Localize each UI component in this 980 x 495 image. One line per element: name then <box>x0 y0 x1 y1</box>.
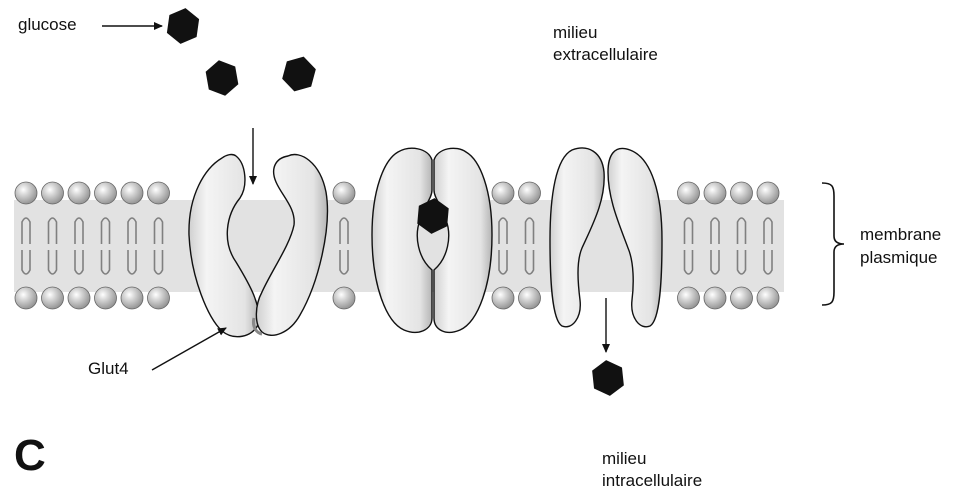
lipid-head <box>757 182 779 204</box>
extracellular-label-line1: milieu <box>553 22 597 44</box>
lipid-head <box>148 287 170 309</box>
lipid-head <box>42 182 64 204</box>
lipid-head <box>704 287 726 309</box>
lipid-head <box>731 287 753 309</box>
panel-letter: C <box>14 432 46 480</box>
glucose-hexagon-icon <box>280 53 318 96</box>
lipid-head <box>68 287 90 309</box>
lipid-head <box>148 182 170 204</box>
arrow-icon <box>152 328 226 370</box>
glucose-hexagon-icon <box>591 359 625 398</box>
lipid-head <box>731 182 753 204</box>
extracellular-label-line2: extracellulaire <box>553 44 658 66</box>
intracellular-label-line2: intracellulaire <box>602 470 702 492</box>
lipid-head <box>15 287 37 309</box>
lipid-head <box>95 287 117 309</box>
lipid-head <box>678 182 700 204</box>
lipid-head <box>519 287 541 309</box>
lipid-head <box>333 182 355 204</box>
lipid-head <box>95 182 117 204</box>
lipid-head <box>42 287 64 309</box>
glucose-hexagon-icon <box>166 6 201 46</box>
bracket-icon <box>822 183 844 305</box>
membrane-label-line1: membrane <box>860 224 941 246</box>
membrane-label-line2: plasmique <box>860 247 938 269</box>
intracellular-label-line1: milieu <box>602 448 646 470</box>
lipid-head <box>519 182 541 204</box>
glucose-hexagon-icon <box>204 58 240 99</box>
lipid-head <box>121 182 143 204</box>
lipid-head <box>704 182 726 204</box>
lipid-head <box>333 287 355 309</box>
lipid-head <box>678 287 700 309</box>
lipid-head <box>757 287 779 309</box>
lipid-head <box>121 287 143 309</box>
lipid-head <box>15 182 37 204</box>
lipid-head <box>492 182 514 204</box>
glucose-label: glucose <box>18 14 77 36</box>
transporter-label: Glut4 <box>88 358 129 380</box>
lipid-head <box>492 287 514 309</box>
lipid-head <box>68 182 90 204</box>
